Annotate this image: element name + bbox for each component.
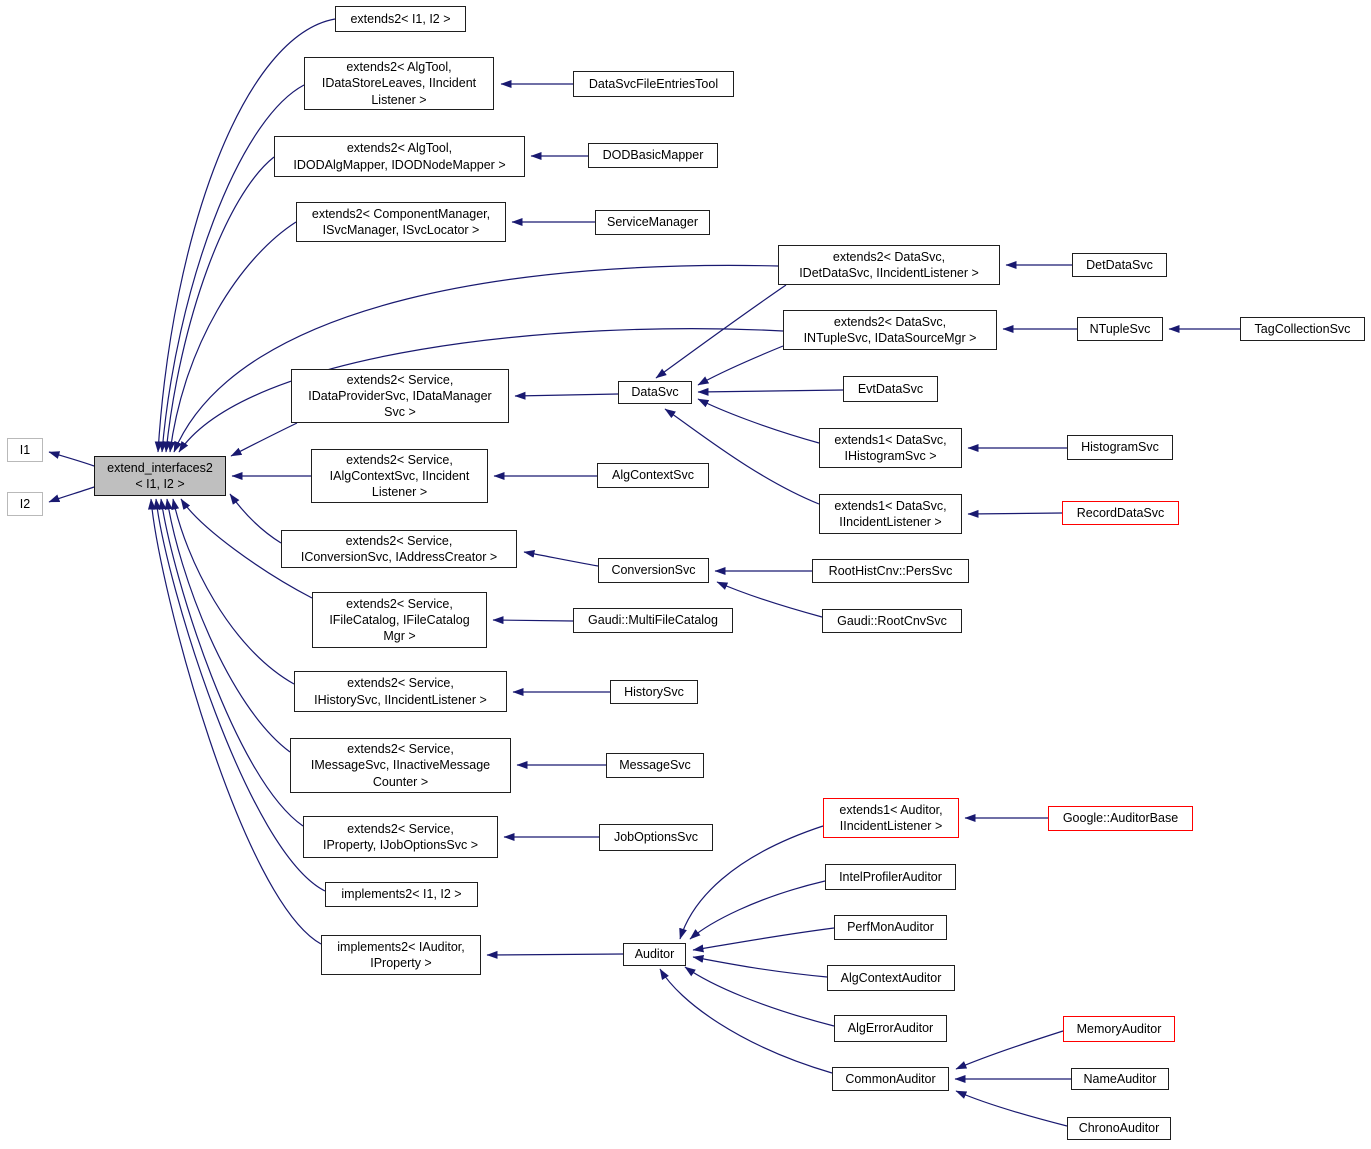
node-ServiceManager[interactable]: ServiceManager [595, 210, 710, 235]
edge-main--to--I2 [48, 486, 95, 503]
node-extends1-DataSvc-IHistogramSvc[interactable]: extends1< DataSvc, IHistogramSvc > [819, 428, 962, 468]
edge-extends2-AlgTool-IDataStoreLeaves--to--main [158, 84, 305, 453]
node-ConversionSvc[interactable]: ConversionSvc [598, 558, 709, 583]
edge-Gaudi--MultiFileCatalog--to--extends2-Service-IFileCatalog [492, 616, 574, 625]
node-AlgErrorAuditor[interactable]: AlgErrorAuditor [834, 1015, 947, 1042]
edge-Auditor--to--implements2-IAuditor [486, 950, 624, 959]
node-extends2-Service-IConversionSvc[interactable]: extends2< Service, IConversionSvc, IAddr… [281, 530, 517, 568]
node-DataSvc[interactable]: DataSvc [618, 381, 692, 404]
node-extends2-DataSvc-INTupleSvc[interactable]: extends2< DataSvc, INTupleSvc, IDataSour… [783, 310, 997, 350]
node-extends2-ComponentManager[interactable]: extends2< ComponentManager, ISvcManager,… [296, 202, 506, 242]
edge-implements2-I1-I2--to--main [153, 498, 326, 892]
node-PerfMonAuditor[interactable]: PerfMonAuditor [834, 915, 947, 940]
edge-extends2-DataSvc-INTupleSvc--to--main [178, 328, 784, 453]
node-extends2-DataSvc-IDetDataSvc[interactable]: extends2< DataSvc, IDetDataSvc, IInciden… [778, 245, 1000, 285]
edge-extends1-Auditor-IIncidentListener--to--Auditor [679, 825, 824, 940]
node-extends2-Service-IFileCatalog[interactable]: extends2< Service, IFileCatalog, IFileCa… [312, 592, 487, 648]
edge-extends2-ComponentManager--to--main [167, 221, 297, 453]
node-Google--AuditorBase[interactable]: Google::AuditorBase [1048, 806, 1193, 831]
node-implements2-I1-I2[interactable]: implements2< I1, I2 > [325, 882, 478, 907]
node-HistorySvc[interactable]: HistorySvc [610, 680, 698, 704]
node-Gaudi--RootCnvSvc[interactable]: Gaudi::RootCnvSvc [822, 609, 962, 633]
edge-extends2-DataSvc-IDetDataSvc--to--main [173, 264, 779, 453]
node-TagCollectionSvc[interactable]: TagCollectionSvc [1240, 317, 1365, 341]
edge-extends1-DataSvc-IHistogramSvc--to--DataSvc [697, 398, 820, 444]
edge-extends2-DataSvc-IDetDataSvc--to--DataSvc [655, 284, 787, 379]
node-MemoryAuditor[interactable]: MemoryAuditor [1063, 1016, 1175, 1042]
edge-extends2-Service-IDataProviderSvc--to--main [230, 422, 298, 457]
node-EvtDataSvc[interactable]: EvtDataSvc [843, 376, 938, 402]
edge-extends2-Service-IMessageSvc--to--main [164, 498, 291, 753]
node-DetDataSvc[interactable]: DetDataSvc [1072, 253, 1167, 277]
node-CommonAuditor[interactable]: CommonAuditor [832, 1067, 949, 1091]
node-AlgContextSvc[interactable]: AlgContextSvc [597, 463, 709, 488]
edge-implements2-IAuditor--to--main [147, 498, 322, 945]
node-HistogramSvc[interactable]: HistogramSvc [1067, 435, 1173, 460]
node-I2: I2 [7, 492, 43, 516]
edge-extends2-I1-I2--to--main [154, 18, 336, 453]
edge-extends2-Service-IHistorySvc--to--main [171, 498, 295, 685]
node-extends2-AlgTool-IDODAlgMapper[interactable]: extends2< AlgTool, IDODAlgMapper, IDODNo… [274, 136, 525, 177]
node-RecordDataSvc[interactable]: RecordDataSvc [1062, 501, 1179, 525]
node-extends2-Service-IHistorySvc[interactable]: extends2< Service, IHistorySvc, IInciden… [294, 671, 507, 712]
node-extends1-DataSvc-IIncidentListener[interactable]: extends1< DataSvc, IIncidentListener > [819, 494, 962, 534]
node-MessageSvc[interactable]: MessageSvc [606, 753, 704, 778]
edge-extends2-AlgTool-IDODAlgMapper--to--main [163, 156, 275, 453]
node-RootHistCnv--PersSvc[interactable]: RootHistCnv::PersSvc [812, 559, 969, 583]
edge-Gaudi--RootCnvSvc--to--ConversionSvc [716, 581, 823, 618]
edge-CommonAuditor--to--Auditor [659, 968, 833, 1074]
node-extends2-Service-IDataProviderSvc[interactable]: extends2< Service, IDataProviderSvc, IDa… [291, 369, 509, 423]
node-NameAuditor[interactable]: NameAuditor [1071, 1068, 1169, 1090]
node-NTupleSvc[interactable]: NTupleSvc [1077, 317, 1163, 341]
edge-extends2-Service-IProperty--to--main [158, 498, 304, 827]
edge-extends2-Service-IFileCatalog--to--main [180, 498, 313, 599]
edge-DataSvc--to--extends2-Service-IDataProviderSvc [514, 391, 619, 400]
edge-RecordDataSvc--to--extends1-DataSvc-IIncidentListener [967, 509, 1063, 518]
node-JobOptionsSvc[interactable]: JobOptionsSvc [599, 824, 713, 851]
edge-extends2-DataSvc-INTupleSvc--to--DataSvc [697, 345, 784, 386]
node-ChronoAuditor[interactable]: ChronoAuditor [1067, 1117, 1171, 1140]
edge-extends2-Service-IConversionSvc--to--main [229, 493, 282, 544]
edge-ChronoAuditor--to--CommonAuditor [955, 1090, 1068, 1127]
edge-extends1-DataSvc-IIncidentListener--to--DataSvc [664, 408, 820, 505]
edge-main--to--I1 [48, 451, 95, 467]
node-implements2-IAuditor[interactable]: implements2< IAuditor, IProperty > [321, 935, 481, 975]
node-extends2-I1-I2[interactable]: extends2< I1, I2 > [335, 6, 466, 32]
node-extends2-Service-IAlgContextSvc[interactable]: extends2< Service, IAlgContextSvc, IInci… [311, 449, 488, 503]
node-extends2-Service-IProperty[interactable]: extends2< Service, IProperty, IJobOption… [303, 816, 498, 858]
node-extends1-Auditor-IIncidentListener[interactable]: extends1< Auditor, IIncidentListener > [823, 798, 959, 838]
edge-AlgErrorAuditor--to--Auditor [684, 966, 835, 1027]
node-DODBasicMapper[interactable]: DODBasicMapper [588, 143, 718, 168]
node-extends2-Service-IMessageSvc[interactable]: extends2< Service, IMessageSvc, IInactiv… [290, 738, 511, 793]
node-DataSvcFileEntriesTool[interactable]: DataSvcFileEntriesTool [573, 71, 734, 97]
edge-AlgContextAuditor--to--Auditor [692, 954, 828, 978]
edge-PerfMonAuditor--to--Auditor [692, 927, 835, 953]
node-I1: I1 [7, 438, 43, 462]
edge-IntelProfilerAuditor--to--Auditor [689, 880, 826, 940]
node-Gaudi--MultiFileCatalog[interactable]: Gaudi::MultiFileCatalog [573, 608, 733, 633]
node-main: extend_interfaces2 < I1, I2 > [94, 456, 226, 496]
edge-ConversionSvc--to--extends2-Service-IConversionSvc [523, 549, 599, 567]
node-IntelProfilerAuditor[interactable]: IntelProfilerAuditor [825, 864, 956, 890]
edge-EvtDataSvc--to--DataSvc [697, 387, 844, 396]
edge-MemoryAuditor--to--CommonAuditor [955, 1030, 1064, 1070]
node-extends2-AlgTool-IDataStoreLeaves[interactable]: extends2< AlgTool, IDataStoreLeaves, IIn… [304, 57, 494, 110]
node-AlgContextAuditor[interactable]: AlgContextAuditor [827, 965, 955, 991]
node-Auditor[interactable]: Auditor [623, 943, 686, 966]
